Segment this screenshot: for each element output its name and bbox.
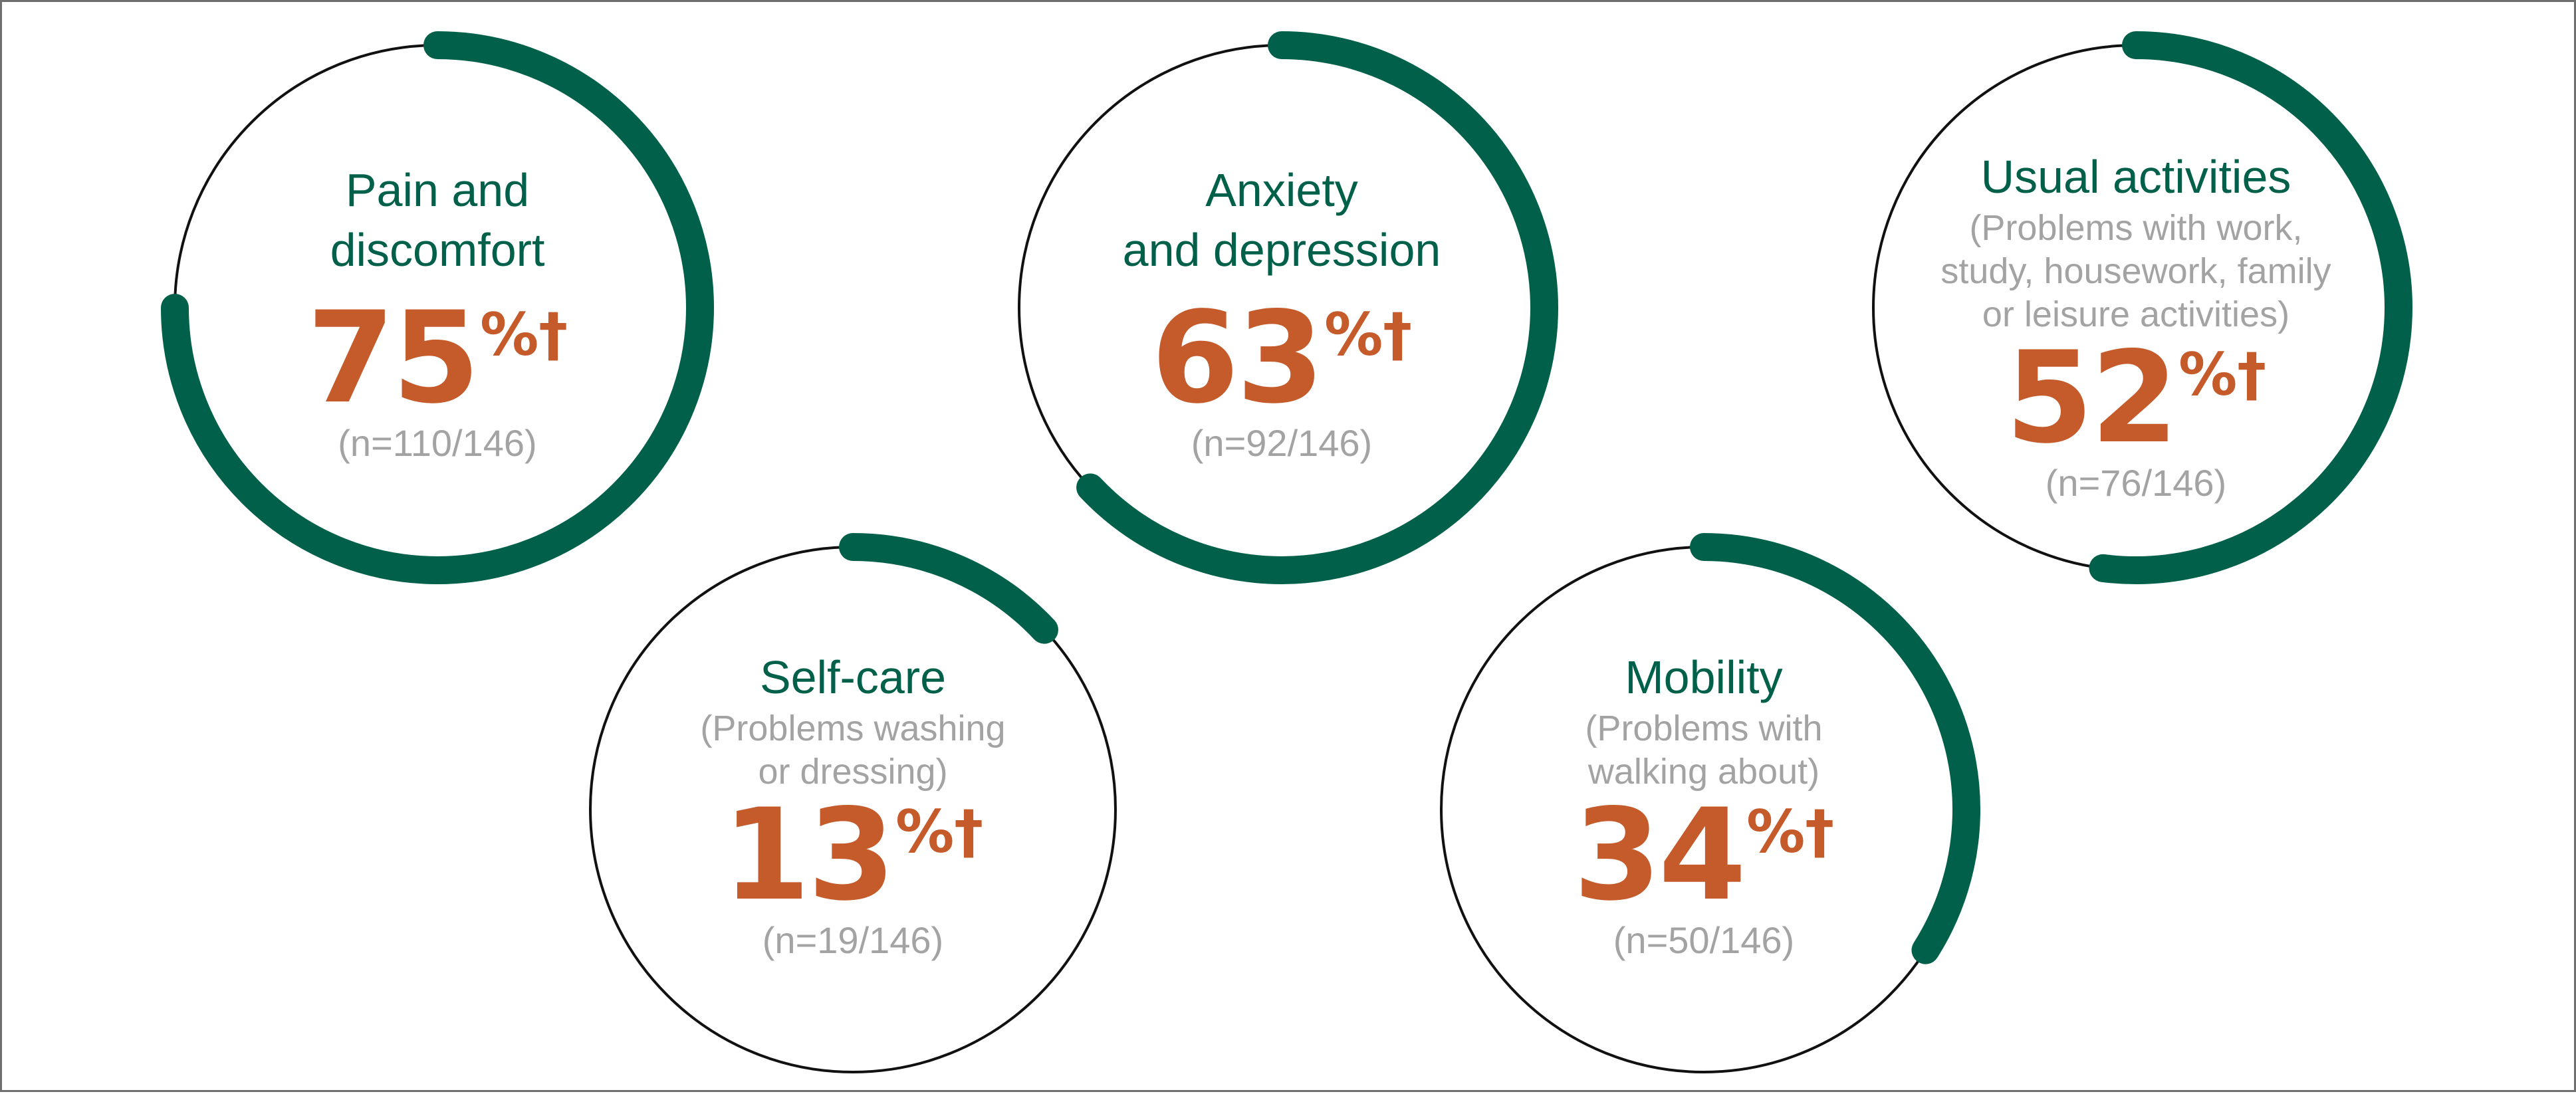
gauge-title: Anxiety and depression xyxy=(1123,160,1441,280)
title-line: Usual activities xyxy=(1980,151,2291,203)
gauge-value-number: 75 xyxy=(306,284,480,431)
gauge-subtitle: (Problems washing or dressing) xyxy=(700,707,1005,794)
subtitle-line: study, housework, family xyxy=(1940,251,2331,291)
gauge-value-number: 13 xyxy=(722,781,895,929)
gauge-count: (n=19/146) xyxy=(762,919,944,961)
gauge-count: (n=76/146) xyxy=(2045,462,2227,504)
gauge-value-suffix: %† xyxy=(895,797,984,866)
gauge-value: 13 %† xyxy=(722,781,984,929)
gauge-arc-mobility xyxy=(1690,533,1980,964)
gauge-count: (n=110/146) xyxy=(338,422,537,464)
gauge-count: (n=50/146) xyxy=(1613,919,1795,961)
gauge-value-number: 34 xyxy=(1573,781,1746,929)
gauge-arc-self-care xyxy=(839,533,1058,644)
title-line: discomfort xyxy=(330,224,545,276)
gauge-count: (n=92/146) xyxy=(1191,422,1373,464)
gauge-value: 52 %† xyxy=(2005,324,2267,471)
subtitle-line: walking about) xyxy=(1587,751,1820,792)
gauge-text-mobility: Mobility (Problems with walking about) 3… xyxy=(1491,633,1917,979)
gauge-value-suffix: %† xyxy=(480,300,568,369)
gauge-value-suffix: %† xyxy=(1324,300,1413,369)
gauge-text-pain: Pain and discomfort 75 %† (n=110/146) xyxy=(231,142,644,487)
title-line: Mobility xyxy=(1625,651,1783,703)
gauge-arc-anxiety xyxy=(1076,31,1558,584)
gauge-title: Self-care xyxy=(760,647,946,707)
subtitle-line: or leisure activities) xyxy=(1982,294,2290,334)
gauge-text-usual-activities: Usual activities (Problems with work, st… xyxy=(1903,142,2369,514)
gauge-title: Mobility xyxy=(1625,647,1782,707)
gauge-arc-pain xyxy=(161,31,714,584)
gauge-value-number: 52 xyxy=(2005,324,2178,471)
gauge-value-suffix: %† xyxy=(2178,340,2267,409)
title-line: Anxiety xyxy=(1205,164,1358,216)
gauge-subtitle: (Problems with work, study, housework, f… xyxy=(1940,207,2331,336)
title-line: Self-care xyxy=(759,651,947,703)
subtitle-line: or dressing) xyxy=(758,751,948,792)
subtitle-line: (Problems with work, xyxy=(1969,208,2303,248)
gauge-value-number: 63 xyxy=(1151,284,1324,431)
gauge-subtitle: (Problems with walking about) xyxy=(1585,707,1822,794)
gauge-title: Usual activities xyxy=(1981,147,2291,207)
gauge-value: 63 %† xyxy=(1151,284,1413,431)
gauge-title: Pain and discomfort xyxy=(330,160,545,280)
gauge-text-self-care: Self-care (Problems washing or dressing)… xyxy=(640,633,1066,979)
subtitle-line: (Problems washing xyxy=(700,708,1006,748)
gauge-value: 34 %† xyxy=(1573,781,1835,929)
subtitle-line: (Problems with xyxy=(1585,708,1823,748)
title-line: Pain and xyxy=(345,164,530,216)
gauge-value: 75 %† xyxy=(306,284,568,431)
gauge-value-suffix: %† xyxy=(1746,797,1835,866)
gauge-text-anxiety: Anxiety and depression 63 %† (n=92/146) xyxy=(1076,142,1488,487)
gauge-arc-usual-activities xyxy=(2089,31,2412,584)
title-line: and depression xyxy=(1122,224,1441,276)
